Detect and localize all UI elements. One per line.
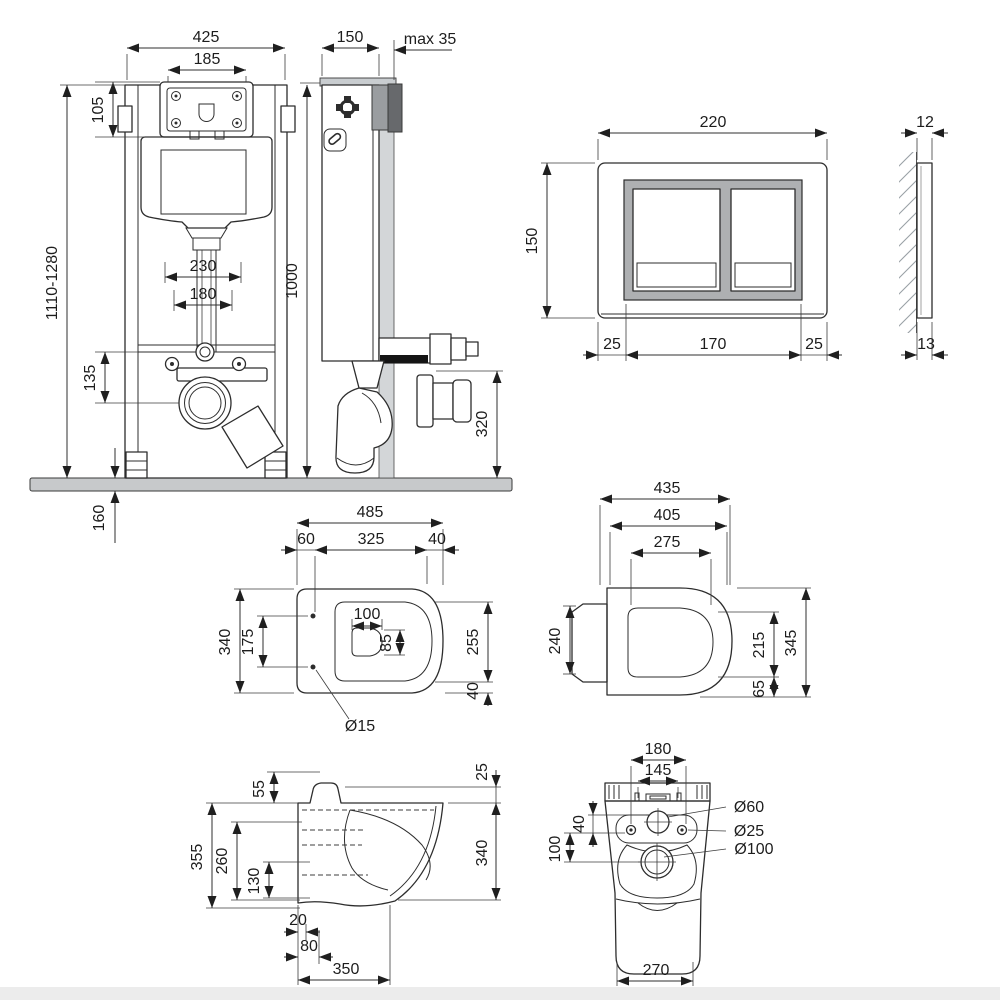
dim-rim-label: 40 — [465, 682, 482, 700]
water-supply-pipe — [378, 333, 479, 365]
dim-seat-inner-width-label: 215 — [751, 632, 768, 659]
dim-seat-length2-label: 405 — [654, 507, 681, 524]
dim-outlet-diameter-label: Ø100 — [734, 841, 773, 858]
flush-plate-front-view: 220 150 25 170 25 — [524, 114, 842, 361]
flush-actuator-icon — [336, 96, 359, 118]
dim-bracket-height-label: 105 — [90, 97, 107, 124]
dim-profile-bottom-label: 13 — [917, 336, 935, 353]
flush-button-large — [632, 188, 721, 292]
dim-rear-slot-width-label: 145 — [645, 762, 672, 779]
dim-rear-drain-offset-label: 100 — [547, 836, 564, 863]
dim-seat-inner-length-label: 275 — [654, 534, 681, 551]
drain-elbow — [335, 360, 393, 474]
dim-pipe-inner-width-label: 180 — [190, 286, 217, 303]
dim-plate-buttons-width-label: 170 — [700, 336, 727, 353]
dim-bowl-length-label: 485 — [357, 504, 384, 521]
dim-height-range-label: 1110-1280 — [44, 246, 61, 320]
dim-holes-distance-label: 175 — [240, 629, 257, 656]
dim-frame-height-label: 1000 — [284, 263, 301, 299]
dim-rim-lip-label: 25 — [474, 763, 491, 781]
dim-seat-back-gap-label: 65 — [751, 680, 768, 698]
bowl-side-view: 55 25 340 355 260 130 20 80 350 — [189, 763, 501, 985]
dim-bowl-front-offset-label: 40 — [428, 531, 446, 548]
dim-outlet-height-label: 320 — [474, 411, 491, 438]
dim-plate-margin-left-label: 25 — [603, 336, 621, 353]
dim-plate-height-label: 150 — [524, 228, 541, 255]
dim-bowl-back-offset-label: 60 — [297, 531, 315, 548]
dim-seat-tab-width-label: 240 — [547, 628, 564, 655]
dim-rear-base-width-label: 270 — [643, 962, 670, 979]
dim-seat-length-label: 435 — [654, 480, 681, 497]
wall-outlet — [416, 374, 472, 428]
flush-button-small — [730, 188, 796, 292]
dim-back-offset-label: 20 — [289, 912, 307, 929]
dim-profile-top-label: 12 — [916, 114, 934, 131]
drain-assembly — [164, 342, 284, 469]
dim-seat-width-label: 345 — [783, 630, 800, 657]
dim-low-height-label: 130 — [246, 868, 263, 895]
dim-frame-depth-label: 150 — [337, 29, 364, 46]
dim-rear-holes-width-label: 180 — [645, 741, 672, 758]
dim-pipe-width-label: 230 — [190, 258, 217, 275]
image-bottom-strip — [0, 987, 1000, 1000]
dim-frame-width-label: 425 — [193, 29, 220, 46]
dim-inlet-diameter-label: Ø60 — [734, 799, 764, 816]
dim-wall-max-label: max 35 — [404, 31, 457, 48]
dim-total-height-label: 355 — [189, 844, 206, 871]
dim-drain-offset-label: 135 — [82, 365, 99, 392]
dim-bracket-width-label: 185 — [194, 51, 221, 68]
dim-bolt-diameter-label: Ø25 — [734, 823, 764, 840]
dim-inner-width-label: 255 — [465, 629, 482, 656]
dim-opening-width-label: 100 — [354, 606, 381, 623]
cistern-tank — [140, 136, 273, 353]
bowl-top-view: 485 60 325 40 340 175 100 85 255 40 — [217, 504, 493, 735]
dim-plate-margin-right-label: 25 — [805, 336, 823, 353]
installation-frame-side-view: 150 max 35 1000 320 — [284, 29, 503, 479]
dim-front-height-label: 340 — [474, 840, 491, 867]
dim-bowl-mid-length-label: 325 — [358, 531, 385, 548]
dim-below-floor-label: 160 — [91, 505, 108, 532]
dim-trap-offset-label: 80 — [300, 938, 318, 955]
dim-plate-width-label: 220 — [700, 114, 727, 131]
flush-unit-block — [371, 84, 389, 131]
installation-frame-front-view: 425 185 105 230 180 135 1110-1280 160 — [44, 29, 296, 543]
dim-bowl-depth-label: 350 — [333, 961, 360, 978]
dim-lip-height-label: 55 — [251, 780, 268, 798]
dim-rear-vert-offset-label: 40 — [571, 815, 588, 833]
dim-bowl-width-label: 340 — [217, 629, 234, 656]
floor-slab — [29, 477, 513, 492]
flush-plate-profile-view: 12 13 — [899, 114, 948, 360]
seat-top-view: 435 405 275 240 215 65 345 — [547, 480, 811, 698]
connection-icon — [323, 128, 347, 152]
wall-hatching — [899, 152, 917, 333]
dim-hole-diameter-label: Ø15 — [345, 718, 375, 735]
mounting-bracket — [159, 81, 254, 138]
dim-opening-height-label: 85 — [378, 634, 395, 652]
bowl-rear-view: 180 145 40 100 Ø60 Ø25 Ø100 270 — [547, 741, 774, 986]
dim-mid-height-label: 260 — [214, 848, 231, 875]
